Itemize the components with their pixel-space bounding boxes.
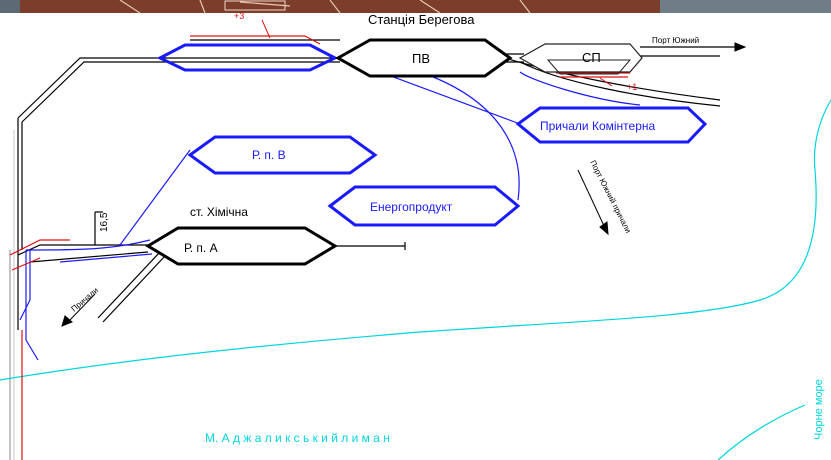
lyman-label: М. А д ж а л и к с ь к и й л и м а н <box>205 431 390 445</box>
rp-v-label: Р. п. В <box>252 148 286 162</box>
node-energoprodukt[interactable] <box>327 185 521 227</box>
node-prychaly-kominterna[interactable] <box>515 106 708 144</box>
arrows <box>61 42 747 327</box>
top-banner <box>0 0 831 14</box>
node-pv[interactable] <box>334 38 513 78</box>
st-khimichna-label: ст. Хімічна <box>190 205 248 219</box>
node-rp-a[interactable] <box>145 226 338 266</box>
sea-label: Чорне море <box>813 379 825 440</box>
blue-connectors <box>19 71 641 361</box>
port-south-label: Порт Южний <box>652 36 699 45</box>
port-south-prychaly-label: Порт Южний причали <box>588 159 633 235</box>
sp-label: СП <box>582 50 601 65</box>
station-title: Станція Берегова <box>368 12 475 27</box>
prychaly-kominterna-label: Причали Комінтерна <box>540 119 656 133</box>
prychaly-label: Причали <box>70 286 101 314</box>
energoprodukt-label: Енергопродукт <box>370 200 453 214</box>
plus3-label: +3 <box>234 11 244 21</box>
red-markers <box>261 19 613 87</box>
plus1-label: +1 <box>627 82 637 92</box>
km-label: 16,5 <box>99 212 110 232</box>
node-rp-v[interactable] <box>187 135 378 175</box>
node-sp[interactable] <box>518 43 643 75</box>
left-edge-lines <box>9 130 15 460</box>
rp-a-label: Р. п. А <box>184 241 218 255</box>
water-boundary <box>0 99 831 460</box>
red-tracks <box>9 35 630 460</box>
pv-label: ПВ <box>412 51 430 66</box>
